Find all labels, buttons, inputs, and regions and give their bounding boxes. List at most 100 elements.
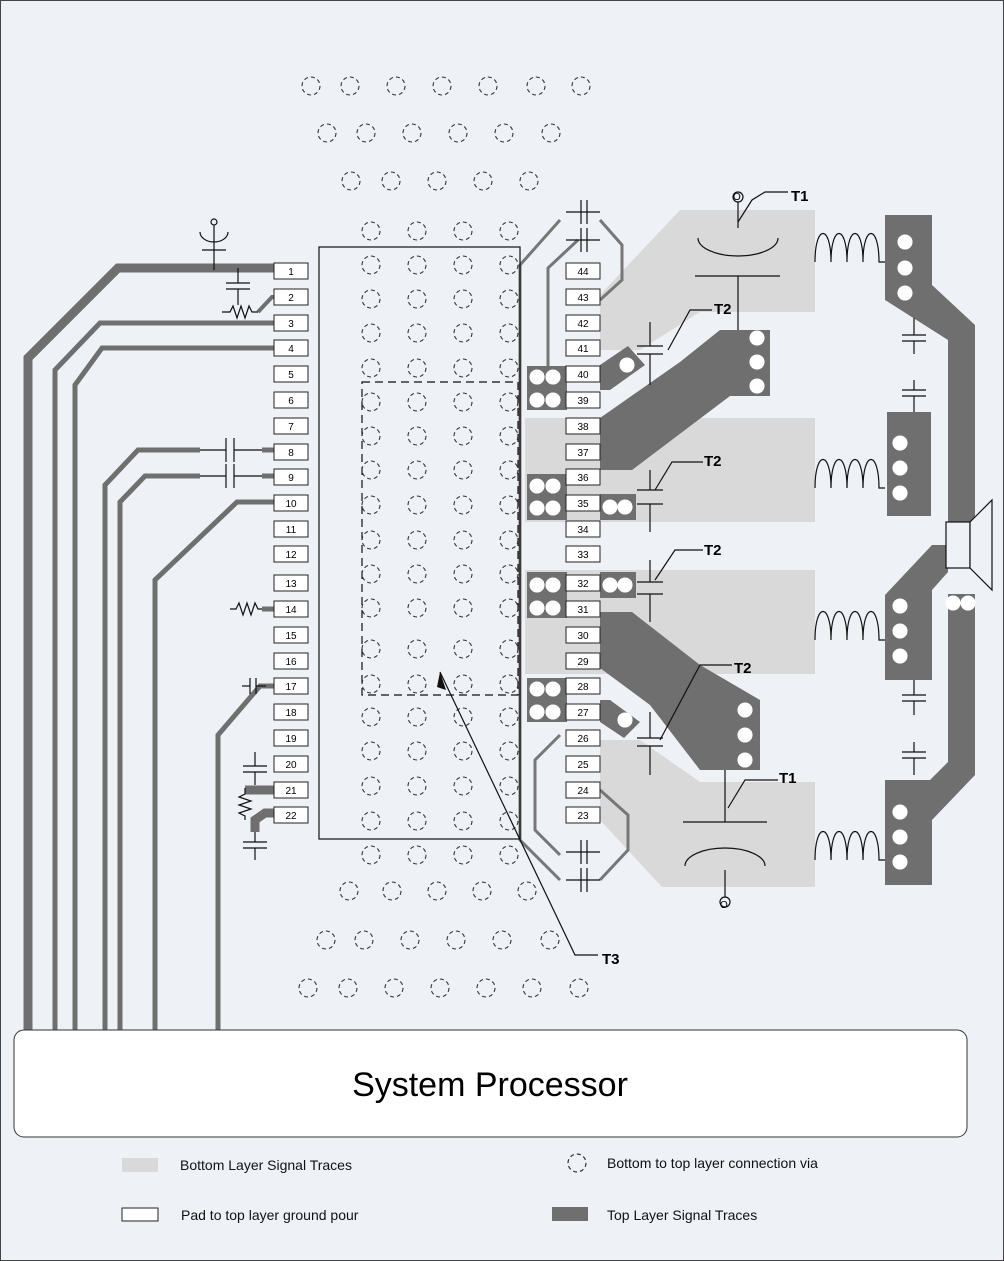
pad-label: 17 [285, 682, 297, 693]
via [341, 171, 361, 191]
via [407, 530, 427, 550]
module-outline [318, 246, 521, 840]
pad [273, 520, 309, 538]
via [749, 354, 765, 370]
pad [273, 391, 309, 409]
via [446, 930, 466, 950]
via [737, 727, 753, 743]
via [448, 123, 468, 143]
via [453, 845, 473, 865]
pad-label: 8 [288, 448, 294, 459]
legend-via-swatch [567, 1153, 587, 1173]
via [407, 845, 427, 865]
pad-label: 30 [577, 631, 589, 642]
pad [565, 781, 601, 799]
via [361, 845, 381, 865]
via [499, 289, 519, 309]
via [430, 978, 450, 998]
via [338, 978, 358, 998]
pad [565, 520, 601, 538]
via [453, 495, 473, 515]
pad-label: 34 [577, 525, 589, 536]
via [892, 854, 908, 870]
via [529, 369, 545, 385]
via [361, 639, 381, 659]
pad [273, 626, 309, 644]
pad [565, 600, 601, 618]
via [492, 930, 512, 950]
legend-bottom-layer-label: Bottom Layer Signal Traces [180, 1157, 352, 1173]
pad-label: 26 [577, 734, 589, 745]
pad-label: 19 [285, 734, 297, 745]
legend: Bottom Layer Signal Traces Bottom to top… [121, 1153, 818, 1223]
via [545, 600, 561, 616]
pad [273, 545, 309, 563]
via [361, 221, 381, 241]
callout-t2-a: T2 [714, 301, 732, 318]
resistor-icon-3 [237, 788, 253, 820]
pad [565, 468, 601, 486]
via [499, 323, 519, 343]
via [529, 681, 545, 697]
via [892, 829, 908, 845]
pad [565, 494, 601, 512]
resistor-icon [222, 304, 258, 320]
pad-label: 5 [288, 370, 294, 381]
pad-label: 33 [577, 550, 589, 561]
via [407, 776, 427, 796]
via [356, 123, 376, 143]
pad-label: 31 [577, 605, 589, 616]
via [494, 123, 514, 143]
pad-label: 21 [285, 786, 297, 797]
pad-label: 29 [577, 657, 589, 668]
via [453, 392, 473, 412]
via [361, 741, 381, 761]
pad-label: 20 [285, 760, 297, 771]
pad [565, 365, 601, 383]
via [571, 76, 591, 96]
via [499, 426, 519, 446]
via [517, 881, 537, 901]
pad [565, 545, 601, 563]
via [407, 707, 427, 727]
via [499, 845, 519, 865]
right-pad-column: 4443424140393837363534333231302928272625… [565, 262, 601, 824]
pad-label: 41 [577, 344, 589, 355]
pad-label: 1 [288, 267, 294, 278]
callout-t2-d: T2 [734, 660, 752, 677]
via [602, 577, 618, 593]
via [499, 221, 519, 241]
pad [565, 652, 601, 670]
callout-leaders [439, 191, 788, 956]
via [473, 171, 493, 191]
pad-label: 2 [288, 293, 294, 304]
pad-label: 11 [286, 525, 297, 536]
pad-label: 3 [288, 319, 294, 330]
via [453, 426, 473, 446]
via [892, 460, 908, 476]
via [340, 76, 360, 96]
pad-label: 14 [285, 605, 297, 616]
via [361, 530, 381, 550]
via [361, 289, 381, 309]
pad [273, 652, 309, 670]
pad-label: 6 [288, 396, 294, 407]
callout-t2-c: T2 [704, 542, 722, 559]
via [499, 639, 519, 659]
via [427, 881, 447, 901]
via [361, 392, 381, 412]
via [453, 255, 473, 275]
via [453, 707, 473, 727]
pad [565, 703, 601, 721]
via [545, 500, 561, 516]
pad-label: 15 [285, 631, 297, 642]
via [892, 485, 908, 501]
via [749, 330, 765, 346]
pad [273, 806, 309, 824]
via [529, 478, 545, 494]
pad-label: 36 [577, 473, 589, 484]
via [897, 285, 913, 301]
via [892, 598, 908, 614]
via [499, 776, 519, 796]
